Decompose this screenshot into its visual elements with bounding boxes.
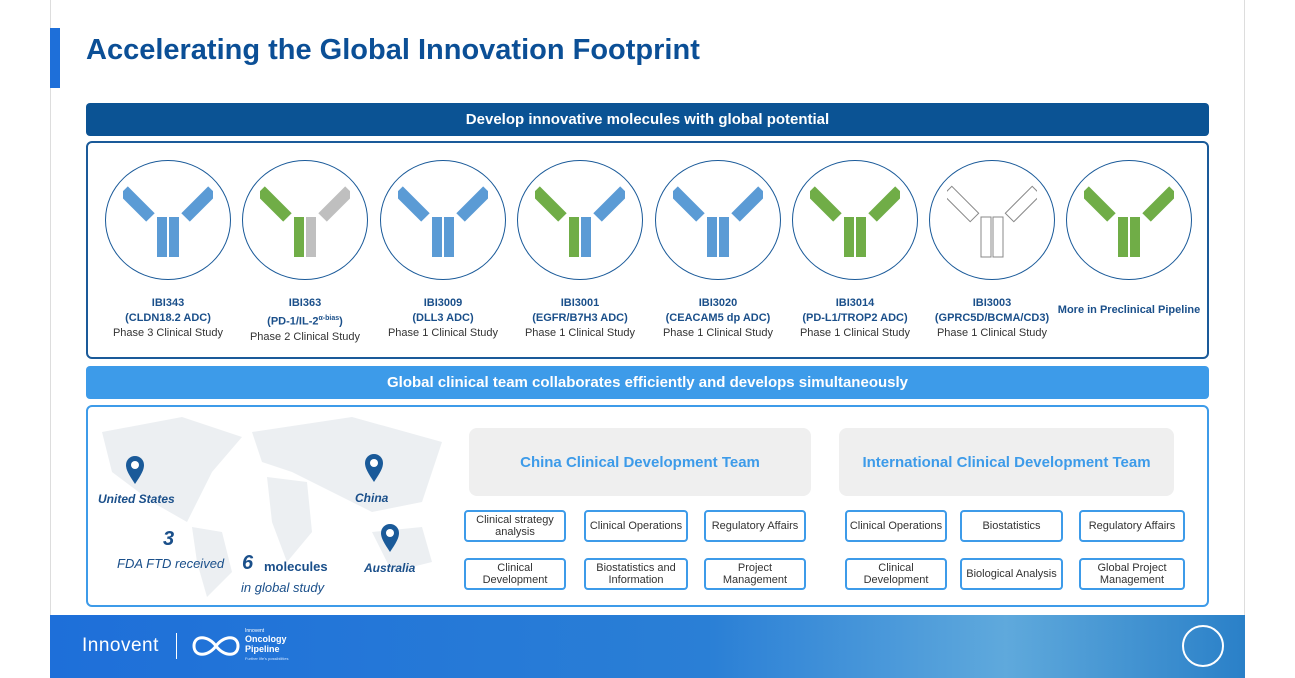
intl-team-title: International Clinical Development Team — [839, 428, 1174, 496]
team-role: Biostatistics — [960, 510, 1063, 542]
molecule-icon-1 — [242, 160, 368, 280]
title-accent — [50, 28, 60, 88]
molecule-label: IBI3001(EGFR/B7H3 ADC)Phase 1 Clinical S… — [524, 297, 636, 339]
team-role: Biostatistics and Information — [584, 558, 688, 590]
seal-icon — [1182, 625, 1224, 667]
team-role: Clinical Development — [464, 558, 566, 590]
china-team-title: China Clinical Development Team — [469, 428, 811, 496]
molecule-label: More in Preclinical Pipeline — [1057, 304, 1201, 316]
banner-molecules: Develop innovative molecules with global… — [86, 103, 1209, 136]
molecules-panel — [86, 141, 1209, 359]
fda-count: 3 — [163, 528, 175, 550]
antibody-icon — [535, 186, 625, 257]
location-pin-icon — [365, 454, 383, 482]
location-pin-icon — [381, 524, 399, 552]
molecule-icon-5 — [792, 160, 918, 280]
mol-word: molecules — [264, 559, 328, 574]
team-role: Project Management — [704, 558, 806, 590]
mol-count: 6 — [242, 552, 254, 574]
team-role: Clinical strategy analysis — [464, 510, 566, 542]
molecule-label: IBI3009(DLL3 ADC)Phase 1 Clinical Study — [387, 297, 499, 339]
world-map — [102, 417, 442, 597]
location-label: Australia — [364, 561, 416, 575]
molecule-label: IBI3003(GPRC5D/BCMA/CD3)Phase 1 Clinical… — [934, 297, 1050, 339]
team-role: Regulatory Affairs — [704, 510, 806, 542]
team-role: Clinical Operations — [845, 510, 947, 542]
page-title: Accelerating the Global Innovation Footp… — [86, 34, 700, 66]
molecule-icon-6 — [929, 160, 1055, 280]
antibody-icon — [398, 186, 488, 257]
team-role: Biological Analysis — [960, 558, 1063, 590]
location-label: China — [355, 491, 389, 505]
antibody-icon — [810, 186, 900, 257]
team-role: Regulatory Affairs — [1079, 510, 1185, 542]
molecule-label: IBI343(CLDN18.2 ADC)Phase 3 Clinical Stu… — [112, 297, 224, 339]
molecule-icon-4 — [655, 160, 781, 280]
molecule-label: IBI363(PD-1/IL-2α-bias)Phase 2 Clinical … — [249, 297, 361, 343]
antibody-icon — [673, 186, 763, 257]
team-panel — [86, 405, 1209, 607]
infinity-logo-icon — [192, 636, 240, 656]
molecule-icon-7 — [1066, 160, 1192, 280]
molecule-icon-2 — [380, 160, 506, 280]
molecule-label: IBI3020(CEACAM5 dp ADC)Phase 1 Clinical … — [662, 297, 774, 339]
fda-text: FDA FTD received — [117, 556, 225, 571]
mol-text: in global study — [241, 580, 325, 595]
team-role: Global Project Management — [1079, 558, 1185, 590]
team-role: Clinical Operations — [584, 510, 688, 542]
location-pin-icon — [126, 456, 144, 484]
brand-logo: Innovent — [82, 635, 159, 656]
molecule-icon-0 — [105, 160, 231, 280]
antibody-icon — [1084, 186, 1174, 257]
banner-team: Global clinical team collaborates effici… — [86, 366, 1209, 399]
antibody-icon — [947, 185, 1037, 258]
location-label: United States — [98, 492, 175, 506]
team-role: Clinical Development — [845, 558, 947, 590]
antibody-icon — [260, 186, 350, 257]
molecule-label: IBI3014(PD-L1/TROP2 ADC)Phase 1 Clinical… — [799, 297, 911, 339]
antibody-icon — [123, 186, 213, 257]
molecule-icon-3 — [517, 160, 643, 280]
